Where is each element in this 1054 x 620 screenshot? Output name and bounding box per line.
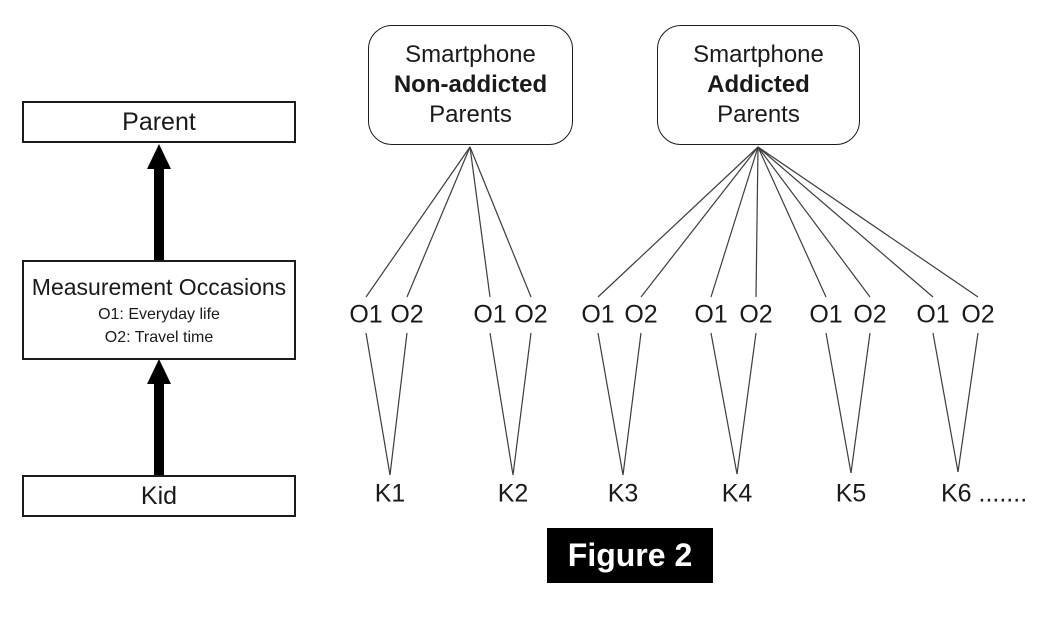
occasion-label: O1 xyxy=(581,300,615,329)
measurement-occasions-box: Measurement Occasions O1: Everyday life … xyxy=(22,260,296,360)
occasion-label: O2 xyxy=(853,300,887,329)
non-addicted-parents-box: Smartphone Non-addicted Parents xyxy=(368,25,573,145)
occasion-label: O2 xyxy=(390,300,424,329)
measurement-occasions-title: Measurement Occasions xyxy=(31,273,287,300)
non-addicted-line-1: Smartphone xyxy=(405,41,536,68)
parent-box-label: Parent xyxy=(122,107,196,136)
kid-box: Kid xyxy=(22,475,296,517)
addicted-line-2: Addicted xyxy=(707,71,810,98)
kid-label: K2 xyxy=(497,479,529,508)
occasion-label: O1 xyxy=(473,300,507,329)
occasion-label: O2 xyxy=(624,300,658,329)
kid-label: K1 xyxy=(374,479,406,508)
addicted-line-3: Parents xyxy=(717,101,800,128)
kid-label: K4 xyxy=(721,479,753,508)
occasion-label: O1 xyxy=(349,300,383,329)
occasion-label: O1 xyxy=(694,300,728,329)
occasion-1-description: O1: Everyday life xyxy=(98,305,220,323)
occasion-to-kid-lines xyxy=(365,332,979,476)
kid-label: K6 ....... xyxy=(941,479,1028,508)
non-addicted-line-3: Parents xyxy=(429,101,512,128)
figure-caption-text: Figure 2 xyxy=(567,537,693,573)
addicted-parents-box: Smartphone Addicted Parents xyxy=(657,25,860,145)
fan-lines-addicted xyxy=(597,146,979,298)
fan-lines-non-addicted xyxy=(365,146,532,298)
figure-caption: Figure 2 xyxy=(547,528,713,583)
occasion-label: O2 xyxy=(739,300,773,329)
occasion-label: O1 xyxy=(809,300,843,329)
kid-box-label: Kid xyxy=(140,481,178,510)
non-addicted-line-2: Non-addicted xyxy=(393,71,548,98)
kid-label: K5 xyxy=(835,479,867,508)
up-arrow-kid-to-occasions xyxy=(147,359,171,475)
occasion-label: O1 xyxy=(916,300,950,329)
kid-label: K3 xyxy=(607,479,639,508)
addicted-line-1: Smartphone xyxy=(693,41,824,68)
up-arrow-occasions-to-parent xyxy=(147,144,171,260)
occasion-2-description: O2: Travel time xyxy=(104,328,214,346)
parent-box: Parent xyxy=(22,101,296,143)
occasion-label: O2 xyxy=(961,300,995,329)
occasion-label: O2 xyxy=(514,300,548,329)
